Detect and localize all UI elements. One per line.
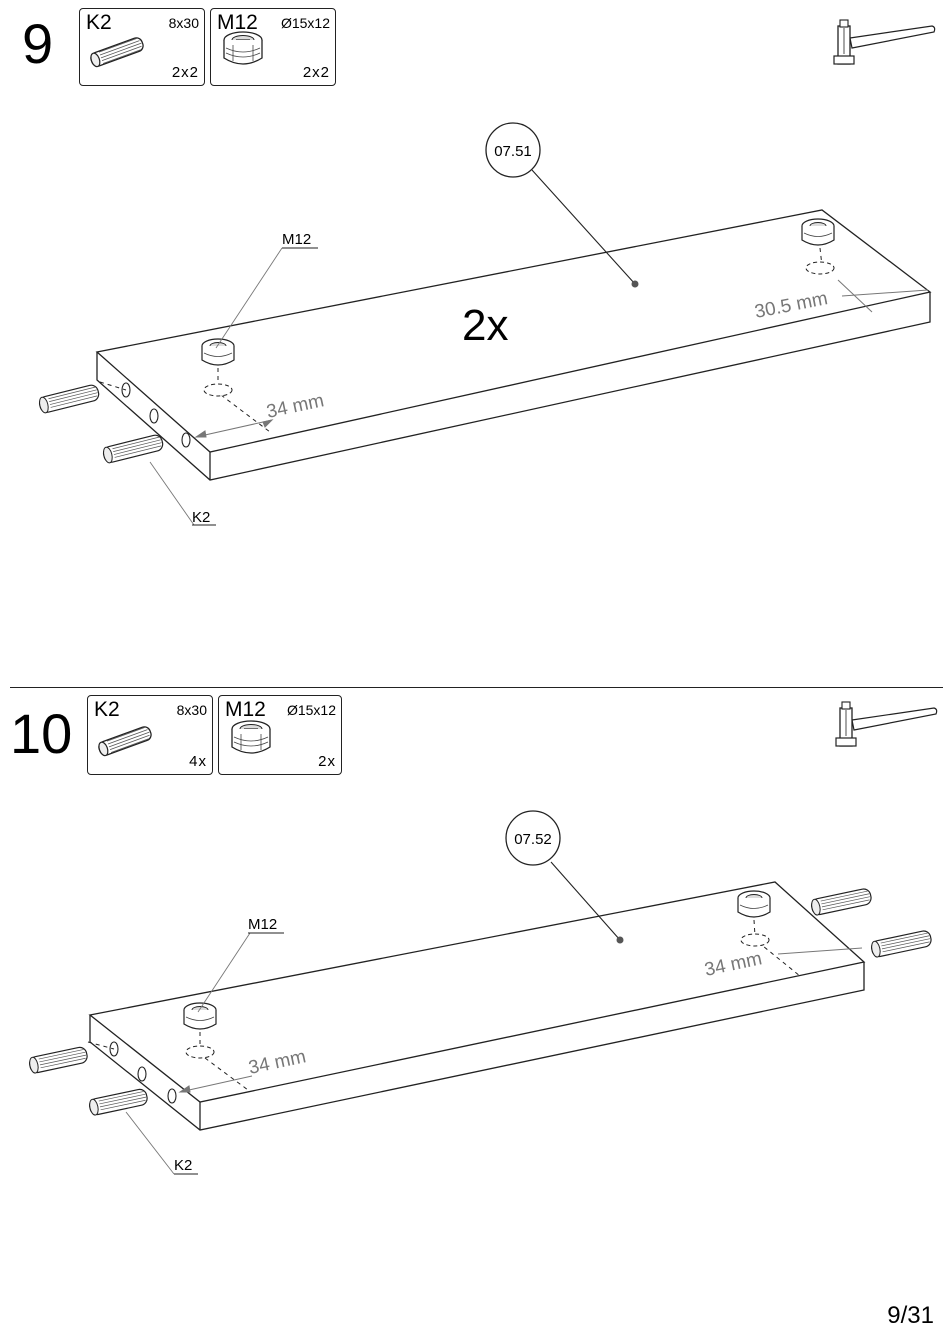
part-quantity: 2x2 [303, 64, 330, 81]
step-separator [10, 687, 943, 688]
page-number: 9/31 [887, 1302, 934, 1330]
part-size: 8x30 [169, 15, 199, 31]
part-code: K2 [94, 698, 120, 722]
cam-lock-icon [227, 717, 275, 768]
dowel [810, 888, 872, 916]
part-size: Ø15x12 [287, 702, 336, 718]
dowel [38, 384, 100, 414]
step-number: 10 [10, 706, 72, 762]
hammer-icon [828, 18, 938, 77]
part-size: 8x30 [177, 702, 207, 718]
cam-lock [802, 219, 834, 245]
callout-label: K2 [174, 1157, 192, 1174]
step-number: 9 [22, 16, 53, 72]
panel-reference: 07.52 [514, 831, 552, 848]
part-quantity: 2x [318, 753, 336, 770]
dowel [870, 930, 932, 958]
panel-reference: 07.51 [494, 143, 532, 160]
part-box-cam-lock: M12 Ø15x12 2x2 [210, 8, 336, 86]
callout-label: K2 [192, 509, 210, 526]
part-box-dowel: K2 8x30 2x2 [79, 8, 205, 86]
cam-lock [738, 891, 770, 917]
dowel-icon [86, 32, 148, 77]
cam-lock [184, 1003, 216, 1029]
dowel [88, 1088, 148, 1116]
cam-lock [202, 339, 234, 365]
callout-label: M12 [248, 916, 277, 933]
dowel-icon [94, 721, 156, 766]
dowel [102, 434, 164, 464]
part-box-cam-lock: M12 Ø15x12 2x [218, 695, 342, 775]
part-size: Ø15x12 [281, 15, 330, 31]
quantity-multiplier: 2x [462, 301, 508, 350]
callout-label: M12 [282, 231, 311, 248]
hammer-icon [830, 700, 940, 759]
part-box-dowel: K2 8x30 4x [87, 695, 213, 775]
assembly-diagram-step-10: 34 mm 34 mm 07.52 M12 K2 [0, 790, 950, 1190]
part-quantity: 2x2 [172, 64, 199, 81]
assembly-diagram-step-9: 34 mm 30.5 mm 2x 07.51 M12 K2 [0, 100, 950, 570]
part-quantity: 4x [189, 753, 207, 770]
dowel [28, 1046, 88, 1074]
cam-lock-icon [219, 28, 267, 79]
